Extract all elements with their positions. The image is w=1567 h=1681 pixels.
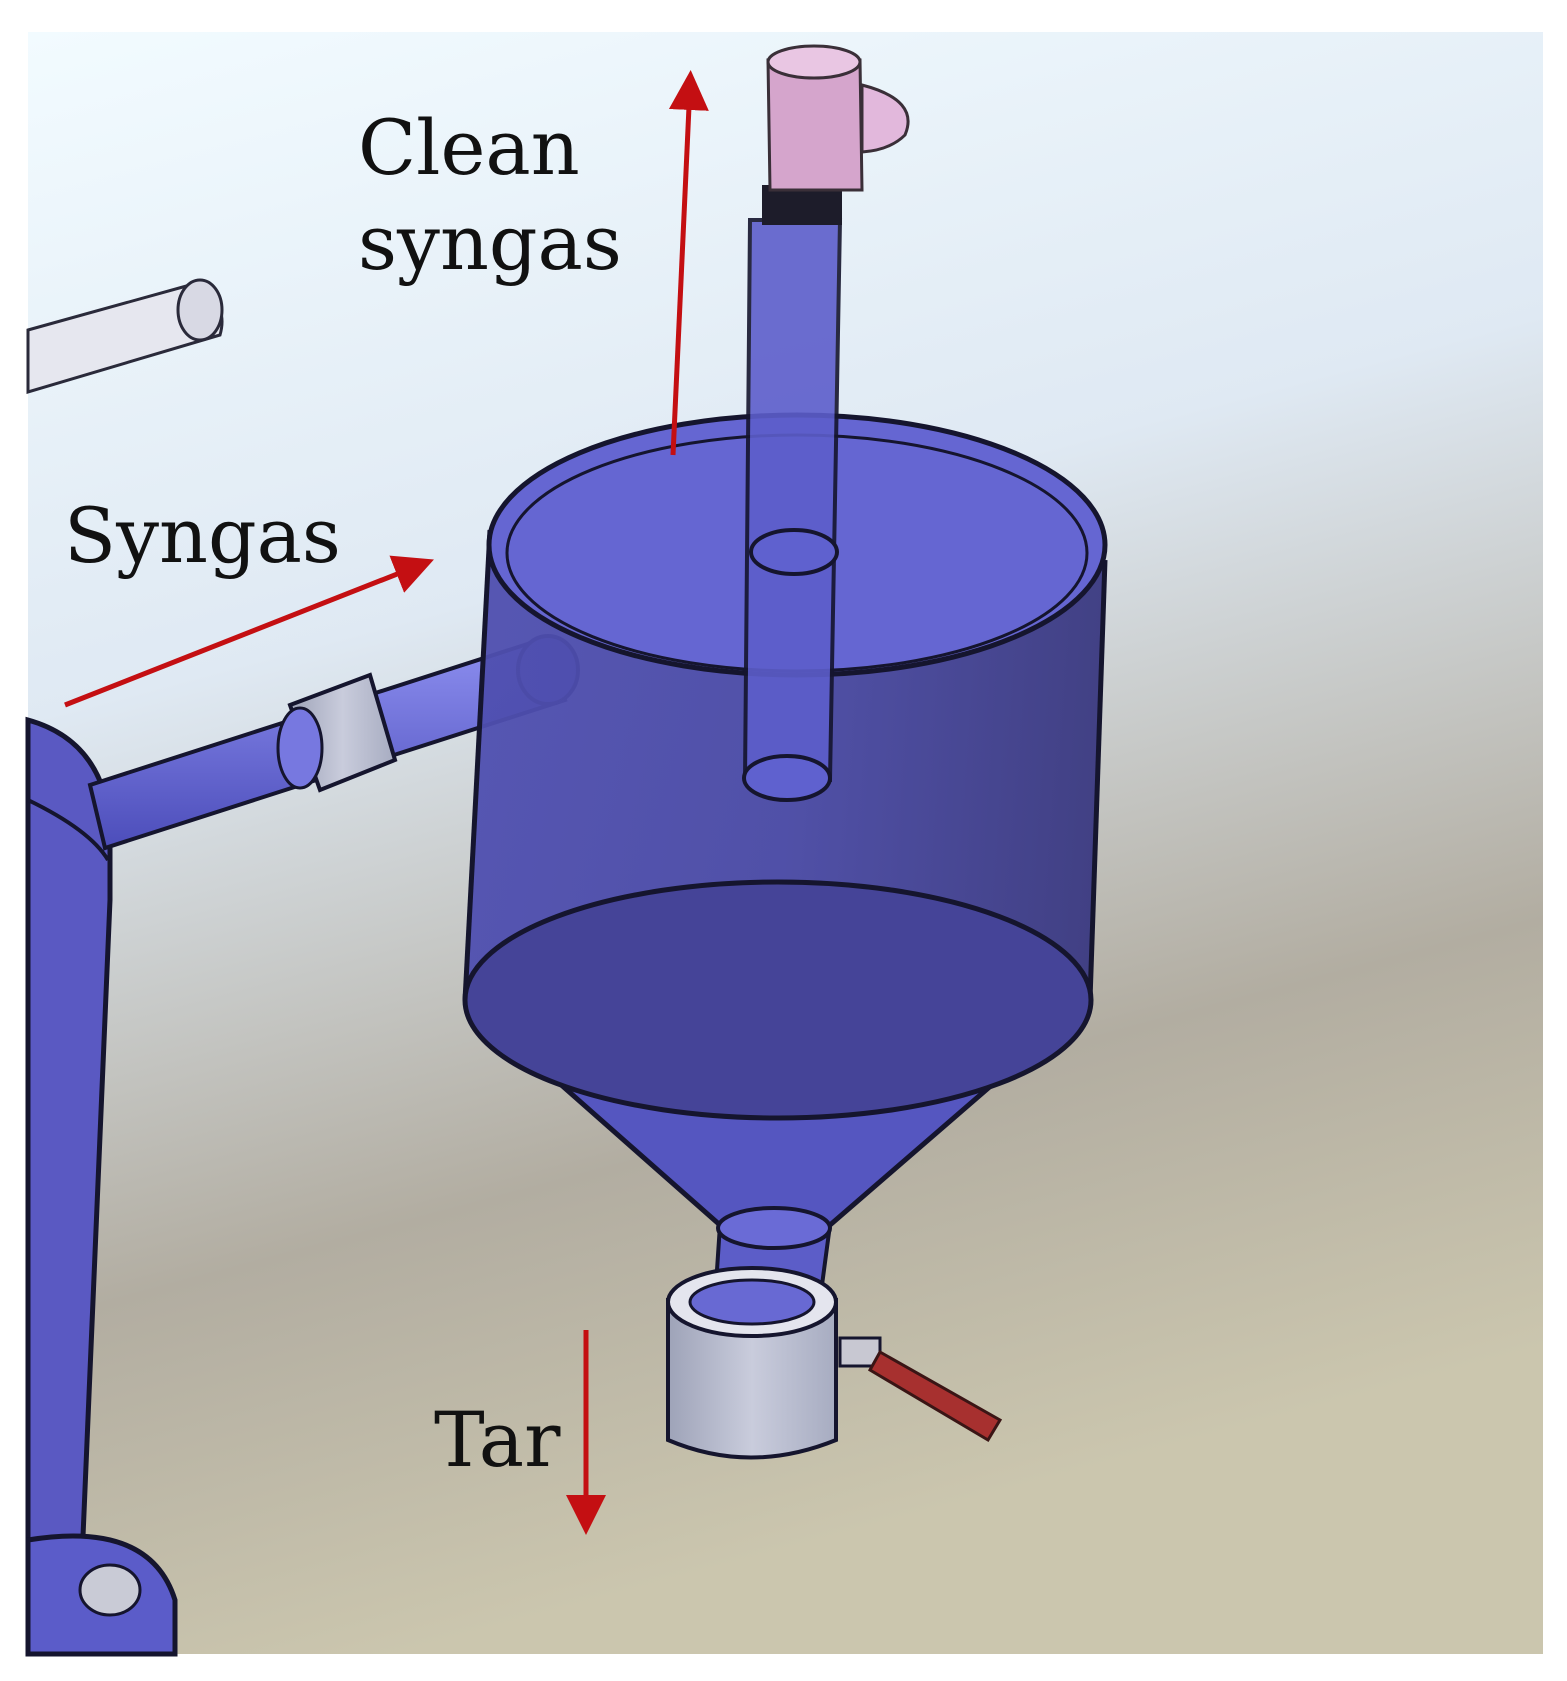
tar-outlet-valve [666, 1206, 1003, 1460]
clean-syngas-label: Clean syngas [358, 100, 622, 290]
clean-syngas-arrow [668, 70, 709, 456]
clean-syngas-label-line1: Clean [358, 103, 580, 192]
syngas-label: Syngas [64, 491, 341, 580]
clean-syngas-label-line2: syngas [358, 198, 622, 287]
upper-left-grey-pipe [26, 278, 224, 395]
tar-label: Tar [434, 1395, 561, 1484]
clean-syngas-outlet-tube [742, 44, 910, 802]
left-reactor-column [25, 716, 178, 1657]
syngas-inflow-arrow [64, 555, 434, 708]
